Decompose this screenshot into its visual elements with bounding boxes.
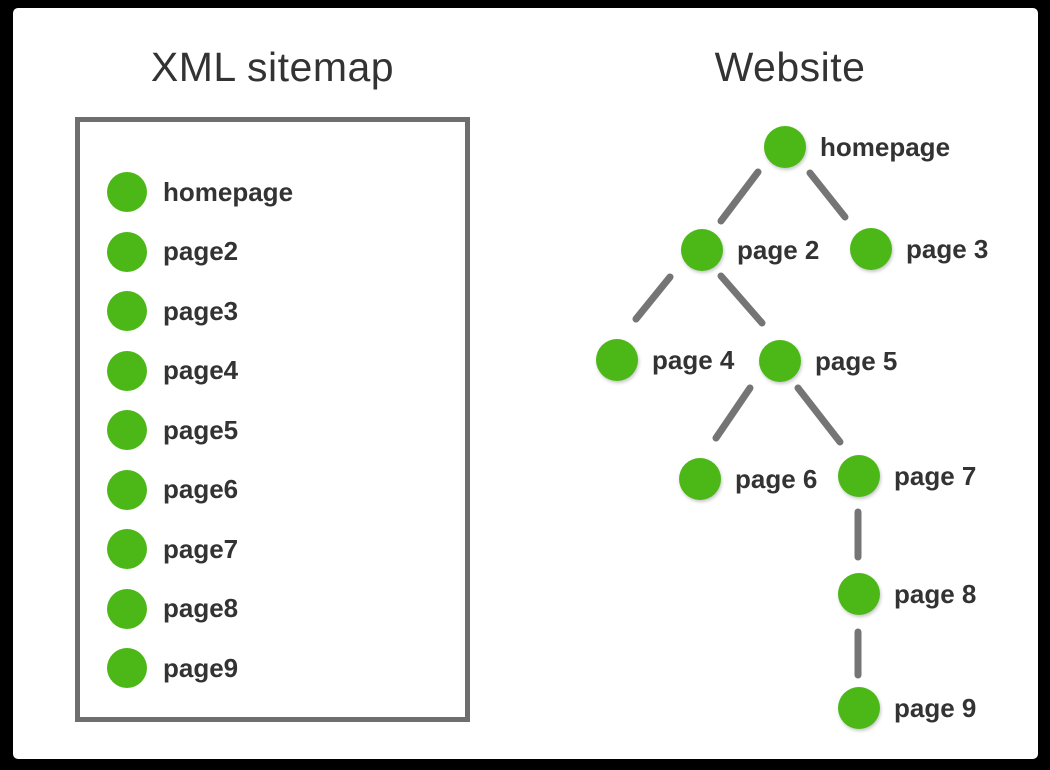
tree-node-page9 <box>838 687 880 729</box>
sitemap-item-page9: page9 <box>107 648 293 688</box>
tree-node-page3 <box>850 228 892 270</box>
tree-edge-page5-page7 <box>794 384 844 446</box>
tree-node-label-page4: page 4 <box>652 345 735 375</box>
page-dot-icon <box>107 588 147 629</box>
tree-node-label-page6: page 6 <box>735 464 817 494</box>
tree-node-label-page7: page 7 <box>894 461 976 491</box>
page-dot-icon <box>107 350 147 391</box>
sitemap-item-page5: page5 <box>107 410 293 450</box>
website-title: Website <box>714 44 866 90</box>
tree-edge-page2-page4 <box>632 273 674 323</box>
tree-node-page6 <box>679 458 721 500</box>
tree-edge-page5-page6 <box>712 384 754 442</box>
tree-edge-page2-page5 <box>717 272 766 327</box>
tree-node-label-page5: page 5 <box>815 346 897 376</box>
tree-node-page4 <box>596 339 638 381</box>
tree-edge-homepage-page3 <box>806 169 849 221</box>
tree-node-label-homepage: homepage <box>820 132 950 162</box>
tree-node-label-page2: page 2 <box>737 235 819 265</box>
tree-node-label-page8: page 8 <box>894 579 976 609</box>
sitemap-item-homepage: homepage <box>107 172 293 212</box>
page-dot-icon <box>107 231 147 272</box>
page-dot-icon <box>107 172 147 212</box>
tree-node-page7 <box>838 455 880 497</box>
sitemap-item-page3: page3 <box>107 291 293 331</box>
sitemap-item-page2: page2 <box>107 231 293 272</box>
tree-edge-homepage-page2 <box>717 168 762 225</box>
sitemap-item-page4: page4 <box>107 350 293 391</box>
page-dot-icon <box>107 648 147 688</box>
diagram-canvas: XML sitemap Website homepage page2 page3 pa… <box>13 8 1038 759</box>
xml-sitemap-title: XML sitemap <box>150 44 395 90</box>
sitemap-item-label: page4 <box>163 355 239 385</box>
page-dot-icon <box>107 469 147 510</box>
sitemap-item-label: page3 <box>163 295 239 326</box>
sitemap-item-label: page5 <box>163 414 239 445</box>
tree-node-label-page3: page 3 <box>906 234 988 264</box>
sitemap-item-label: page6 <box>163 474 239 504</box>
page-dot-icon <box>107 529 147 569</box>
sitemap-item-page8: page8 <box>107 588 293 629</box>
tree-node-homepage <box>764 126 806 168</box>
sitemap-list: homepage page2 page3 page4 page5 page6 page7 pa… <box>107 172 293 688</box>
tree-node-label-page9: page 9 <box>894 693 976 723</box>
sitemap-item-label: page8 <box>163 593 239 623</box>
tree-node-page8 <box>838 573 880 615</box>
page-dot-icon <box>107 410 147 450</box>
tree-node-page2 <box>681 229 723 271</box>
sitemap-item-page6: page6 <box>107 469 293 510</box>
page-dot-icon <box>107 291 147 331</box>
sitemap-item-label: page2 <box>163 236 239 266</box>
sitemap-item-label: page9 <box>163 652 239 683</box>
sitemap-item-label: page7 <box>163 533 239 564</box>
sitemap-item-page7: page7 <box>107 529 293 569</box>
sitemap-item-label: homepage <box>163 176 294 207</box>
sitemap-box: homepage page2 page3 page4 page5 page6 page7 pa… <box>75 117 470 722</box>
tree-node-page5 <box>759 340 801 382</box>
